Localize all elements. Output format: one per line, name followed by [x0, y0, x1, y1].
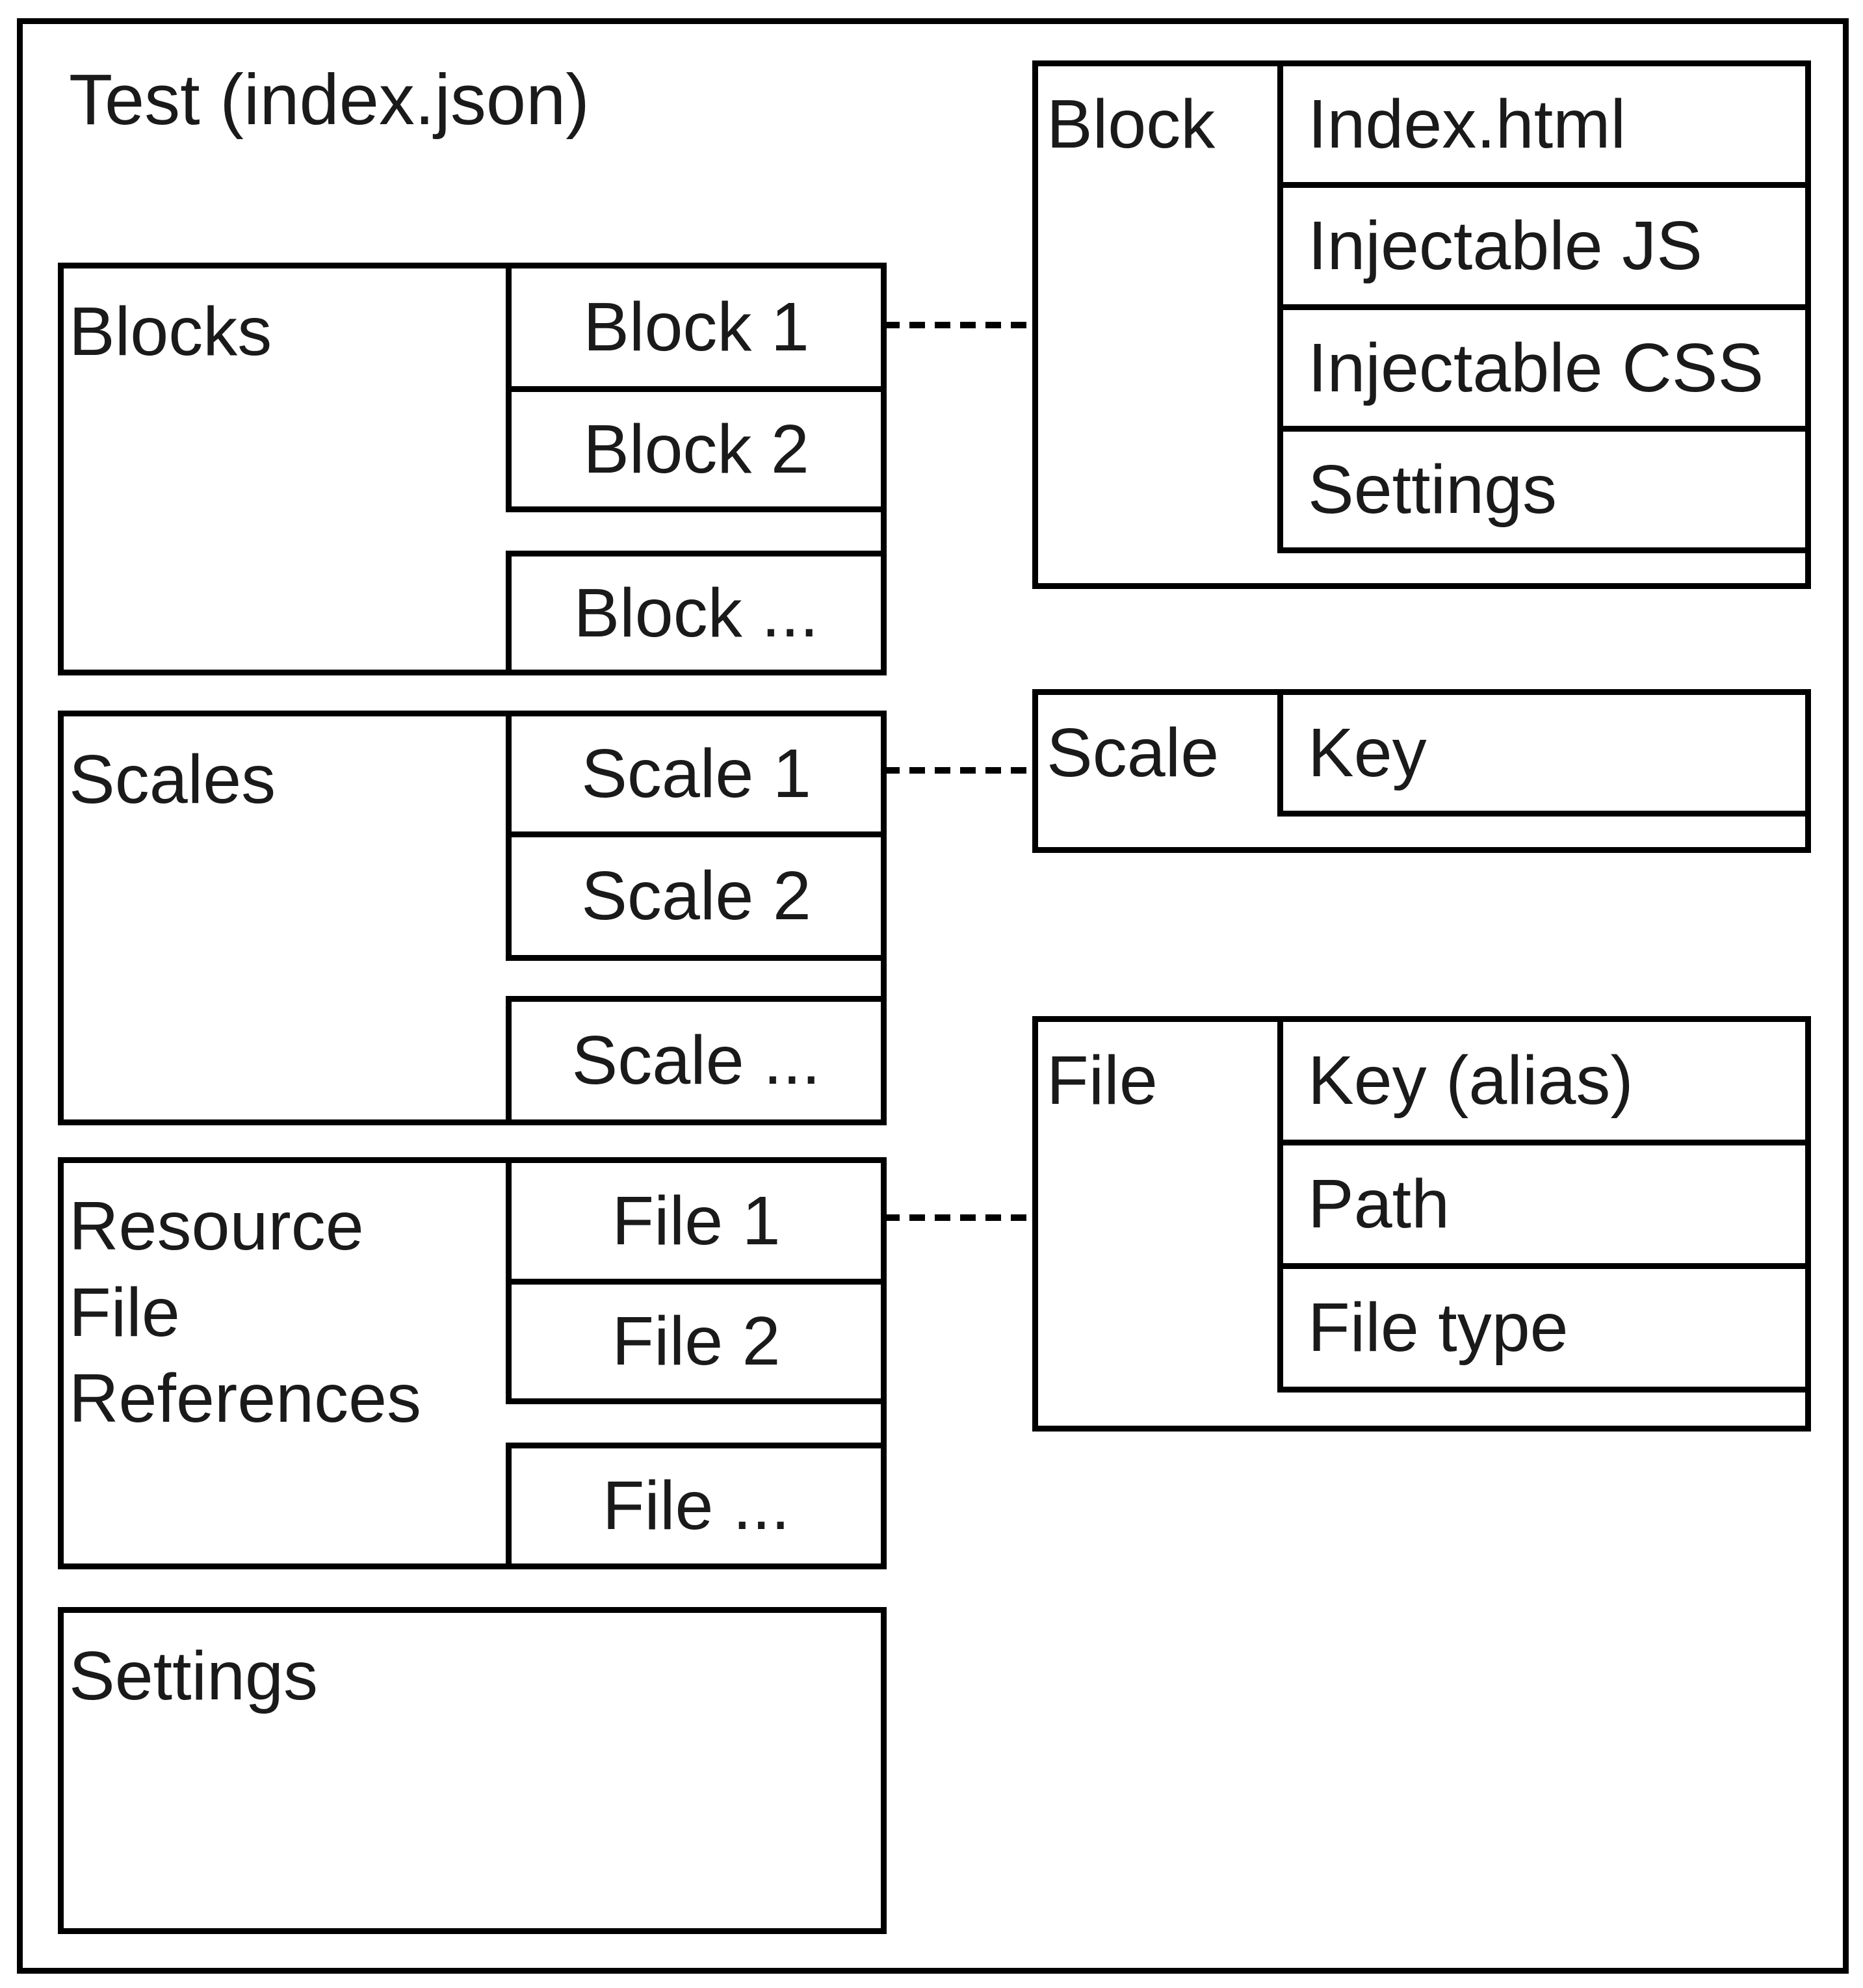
diagram-title: Test (index.json): [69, 60, 590, 140]
field-injectable-js: Injectable JS: [1277, 182, 1811, 310]
cell-scale-more: Scale ...: [506, 996, 887, 1125]
detail-label-scale: Scale: [1047, 714, 1219, 791]
field-file-type: File type: [1277, 1263, 1811, 1393]
group-box-settings: [58, 1607, 887, 1934]
group-label-resource-file-references: Resource File References: [69, 1188, 422, 1437]
cell-scale-1: Scale 1: [506, 711, 887, 837]
group-label-blocks: Blocks: [69, 293, 272, 370]
field-settings: Settings: [1277, 426, 1811, 553]
cell-block-more: Block ...: [506, 551, 887, 675]
field-path: Path: [1277, 1140, 1811, 1269]
cell-block-1: Block 1: [506, 263, 887, 392]
cell-file-more: File ...: [506, 1443, 887, 1569]
cell-file-1: File 1: [506, 1157, 887, 1285]
group-label-settings: Settings: [69, 1638, 319, 1714]
connector-scale1-to-scale: [884, 767, 1032, 774]
cell-file-2: File 2: [506, 1279, 887, 1404]
field-index-html: Index.html: [1277, 60, 1811, 188]
detail-label-file: File: [1047, 1042, 1158, 1119]
outer-frame-test-index-json: [17, 18, 1849, 1974]
group-label-scales: Scales: [69, 741, 276, 818]
cell-scale-2: Scale 2: [506, 831, 887, 961]
detail-label-block: Block: [1047, 85, 1216, 163]
field-key: Key: [1277, 689, 1811, 817]
field-injectable-css: Injectable CSS: [1277, 304, 1811, 432]
connector-block1-to-block: [884, 322, 1032, 328]
field-key-alias: Key (alias): [1277, 1016, 1811, 1145]
cell-block-2: Block 2: [506, 386, 887, 512]
connector-file1-to-file: [884, 1214, 1032, 1221]
